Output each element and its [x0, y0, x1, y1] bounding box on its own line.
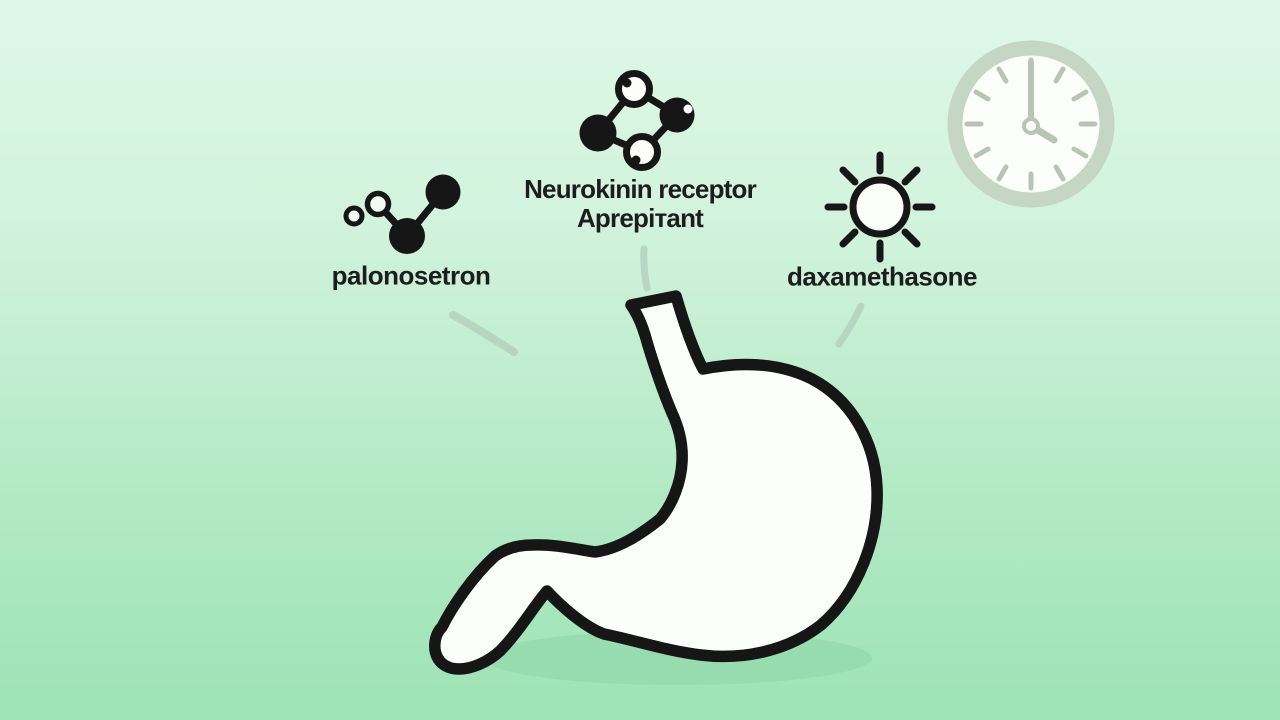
connector-dash-left — [449, 311, 518, 356]
label-neurokinin-line2: Aprepiтant — [576, 203, 704, 233]
molecule-icon-palonosetron — [343, 174, 461, 254]
label-neurokinin-line1: Neurokinin receptor — [524, 174, 757, 204]
sun-icon-dexamethasone — [824, 151, 936, 263]
clock-center-pin — [1022, 117, 1040, 135]
stomach-illustration — [429, 290, 883, 675]
label-daxamethasone: daxamethasone — [786, 261, 978, 292]
label-neurokinin-aprepitant: Neurokinin receptor Aprepiтant — [524, 174, 757, 233]
clock-icon — [947, 40, 1115, 208]
label-palonosetron: palonosetron — [331, 260, 491, 291]
clock-tick-marks — [964, 57, 1098, 191]
molecule-icon-aprepitant — [579, 70, 695, 171]
connector-dash-center — [640, 245, 651, 292]
connector-dash-right — [835, 302, 865, 348]
connector-dashes — [449, 245, 865, 356]
